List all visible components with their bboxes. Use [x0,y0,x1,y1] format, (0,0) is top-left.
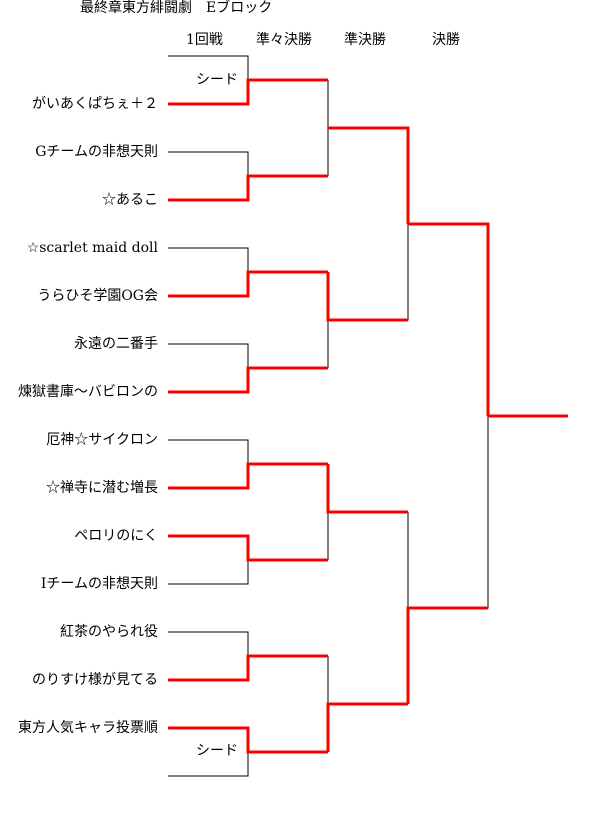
round-semifinal-header: 準決勝 [344,32,386,48]
bracket-black-lines [168,55,489,777]
round-final-header: 決勝 [432,32,460,48]
team-entry: ☆あるこ [102,192,158,208]
team-entry: 厄神☆サイクロン [46,432,158,448]
team-entry: うらひそ学園OG会 [37,288,158,304]
team-entry: Iチームの非想天則 [40,576,158,592]
team-entry: 永遠の二番手 [74,336,158,352]
round-1-header: 1回戦 [186,32,223,48]
team-entry: ☆scarlet maid doll [26,240,158,256]
team-entry: 煉獄書庫～バビロンの [18,384,158,400]
round-quarterfinal-header: 準々決勝 [256,32,312,48]
bracket-title: 最終章東方緋闘劇 Eブロック [80,0,273,16]
team-entry: のりすけ様が見てる [32,672,158,688]
team-entry: Gチームの非想天則 [35,144,158,160]
team-entry: ☆禅寺に潜む増長 [46,480,158,496]
team-entry: ペロリのにく [74,528,158,544]
team-entry: がいあくぱちぇ＋２ [32,96,158,112]
bracket-winner-lines [168,78,568,754]
seed-label-top: シード [196,72,238,88]
team-entry: 紅茶のやられ役 [60,624,158,640]
team-entry: 東方人気キャラ投票順 [18,720,158,736]
seed-label-bottom: シード [196,743,238,759]
